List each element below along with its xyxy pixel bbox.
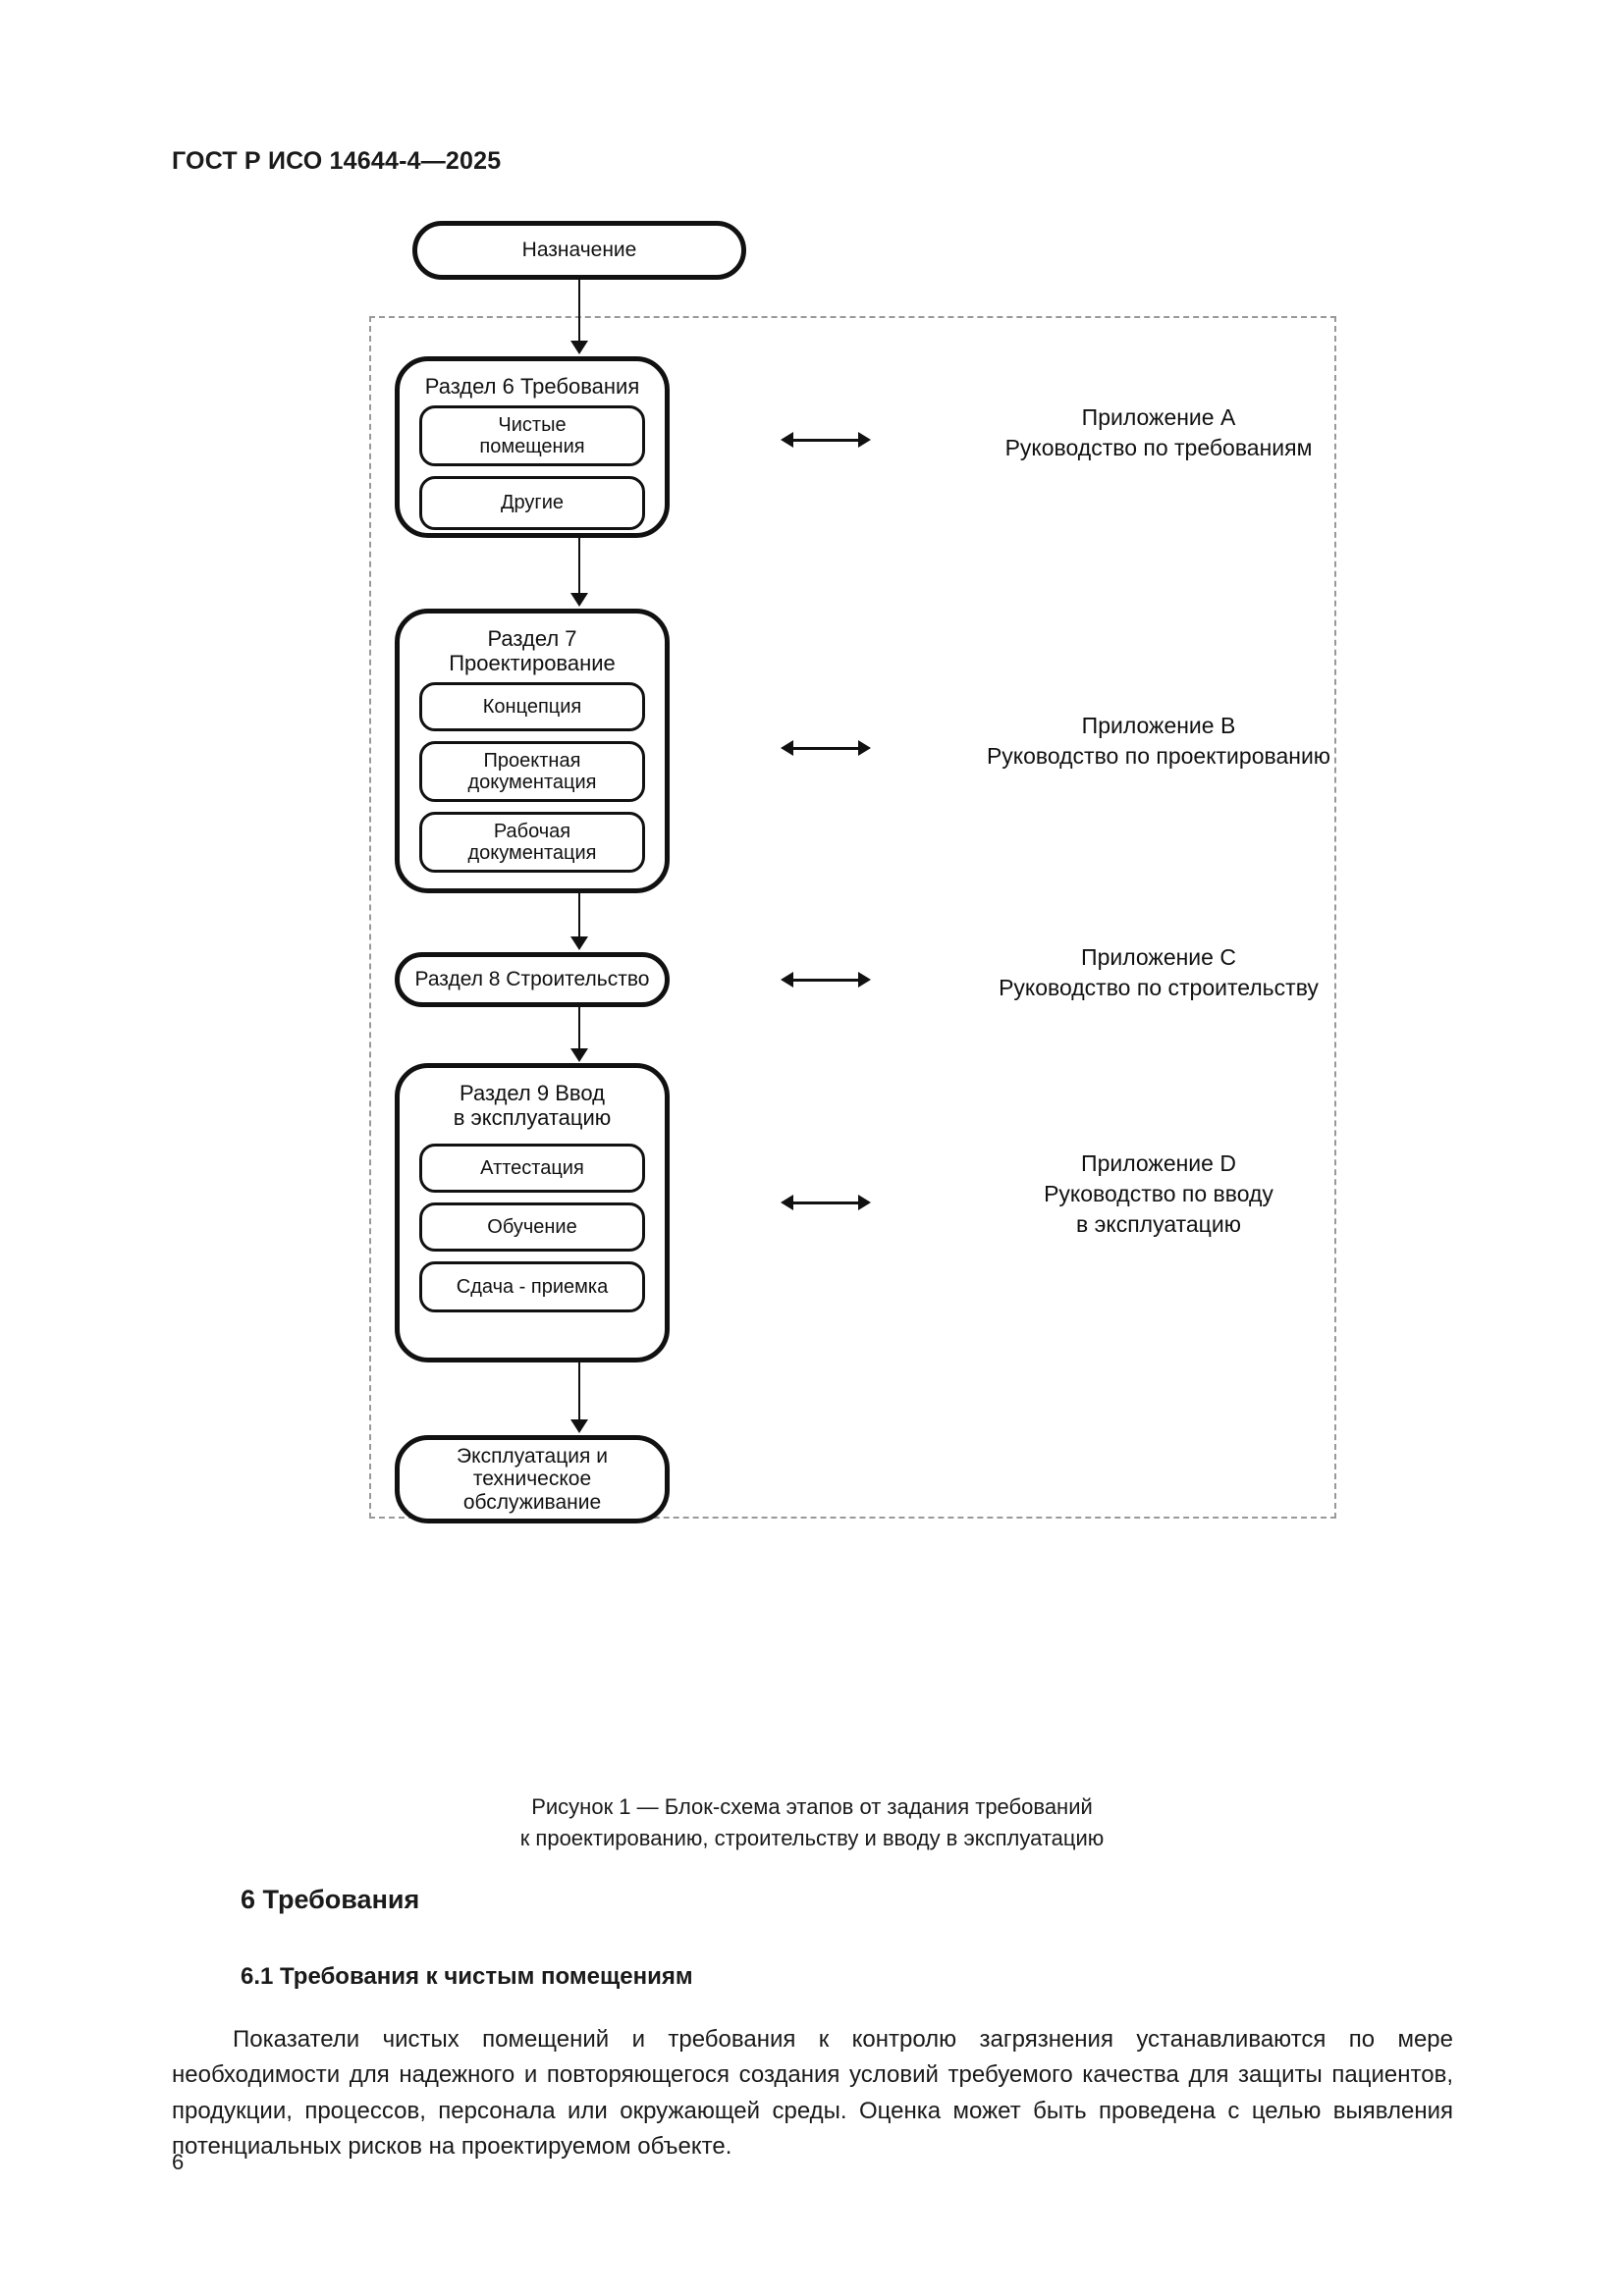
node-section-9-item-handover: Сдача - приемка (419, 1261, 645, 1312)
page-number: 6 (172, 2150, 185, 2174)
connector-purpose-to-section6 (578, 280, 580, 347)
node-section-9-item-training: Обучение (419, 1202, 645, 1252)
arrowhead-left-icon (781, 432, 793, 448)
arrow-section8-to-section9 (570, 1048, 588, 1062)
arrow-bar (791, 979, 860, 982)
arrowhead-left-icon (781, 740, 793, 756)
double-arrow-annex-a (781, 430, 871, 450)
arrow-bar (791, 1201, 860, 1204)
arrow-section7-to-section8 (570, 936, 588, 950)
node-operation-maintenance: Эксплуатация и техническое обслуживание (395, 1435, 670, 1523)
connector-section8-to-section9 (578, 1007, 580, 1054)
double-arrow-annex-d (781, 1193, 871, 1212)
arrowhead-right-icon (858, 972, 871, 988)
section-heading-6-1: 6.1 Требования к чистым помещениям (241, 1963, 693, 1990)
node-section-7-item-concept: Концепция (419, 682, 645, 731)
annex-label-b: Приложение В Руководство по проектирован… (986, 713, 1331, 770)
annex-label-c: Приложение С Руководство по строительств… (999, 944, 1319, 1001)
arrowhead-left-icon (781, 972, 793, 988)
node-section-7-item-design-docs: Проектная документация (419, 741, 645, 802)
arrowhead-left-icon (781, 1195, 793, 1210)
arrow-bar (791, 439, 860, 442)
section-heading-6: 6 Требования (241, 1885, 420, 1914)
double-arrow-annex-b (781, 738, 871, 758)
arrowhead-right-icon (858, 1195, 871, 1210)
node-section-6-item-cleanrooms: Чистые помещения (419, 405, 645, 466)
arrow-section9-to-operation (570, 1419, 588, 1433)
node-section-8-construction: Раздел 8 Строительство (395, 952, 670, 1007)
figure-1-flowchart: Назначение Раздел 6 Требования Чистые по… (0, 211, 1624, 1742)
node-section-6-item-others: Другие (419, 476, 645, 530)
annex-label-a: Приложение А Руководство по требованиям (1004, 404, 1313, 461)
connector-section7-to-section8 (578, 893, 580, 942)
figure-caption: Рисунок 1 — Блок-схема этапов от задания… (519, 1794, 1105, 1850)
arrowhead-right-icon (858, 432, 871, 448)
node-section-9-item-qualification: Аттестация (419, 1144, 645, 1193)
connector-section9-to-operation (578, 1362, 580, 1425)
node-section-7-item-working-docs: Рабочая документация (419, 812, 645, 873)
arrow-purpose-to-section6 (570, 341, 588, 354)
body-paragraph: Показатели чистых помещений и требования… (172, 2026, 1453, 2161)
connector-section6-to-section7 (578, 538, 580, 599)
arrow-section6-to-section7 (570, 593, 588, 607)
scope-dashed-boundary (369, 316, 1336, 1519)
double-arrow-annex-c (781, 970, 871, 989)
arrow-bar (791, 747, 860, 750)
node-purpose: Назначение (412, 221, 746, 280)
annex-label-d: Приложение D Руководство по вводу в эксп… (1044, 1150, 1273, 1238)
arrowhead-right-icon (858, 740, 871, 756)
running-header-standard-ref: ГОСТ Р ИСО 14644-4—2025 (172, 147, 502, 175)
